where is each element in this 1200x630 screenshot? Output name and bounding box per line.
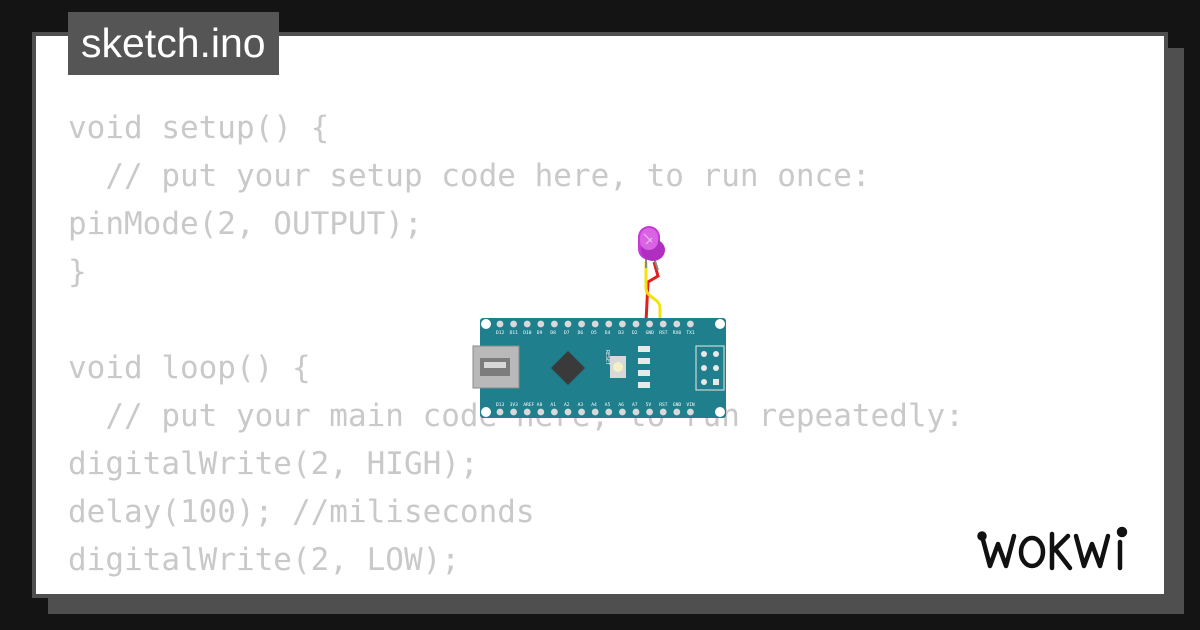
code-line: pinMode(2, OUTPUT);: [68, 206, 423, 242]
pin-label: A5: [605, 402, 611, 408]
pin-label: D8: [550, 330, 556, 336]
pin-label: D6: [578, 330, 584, 336]
pin-label: A1: [550, 402, 556, 408]
header-pin[interactable]: [659, 320, 667, 328]
pin-label: GND: [646, 330, 655, 336]
header-pin[interactable]: [673, 320, 681, 328]
header-pin[interactable]: [646, 408, 653, 416]
reset-label: RESET: [604, 350, 610, 365]
pin-label: A2: [564, 402, 570, 408]
code-line: delay(100); //miliseconds: [68, 584, 964, 594]
header-pin[interactable]: [687, 320, 694, 328]
header-pin[interactable]: [523, 320, 531, 328]
red-wire: [644, 261, 660, 323]
header-pin[interactable]: [659, 408, 667, 416]
header-pin[interactable]: [564, 408, 572, 416]
pin-label: A4: [591, 402, 597, 408]
header-pin[interactable]: [496, 320, 504, 328]
code-line: delay(100); //miliseconds: [68, 494, 535, 530]
header-pin[interactable]: [510, 320, 517, 328]
wokwi-logo-icon: [977, 526, 1128, 571]
project-preview-card: void setup() { // put your setup code he…: [32, 32, 1168, 598]
reset-button[interactable]: [610, 356, 626, 378]
header-pin[interactable]: [551, 320, 558, 328]
header-pin[interactable]: [578, 320, 585, 328]
header-pin[interactable]: [687, 408, 694, 416]
header-pin[interactable]: [523, 408, 531, 416]
filename-tab: sketch.ino: [68, 12, 279, 75]
usb-connector-icon: [472, 345, 520, 389]
pin-label: D5: [591, 330, 597, 336]
pin-label: RX0: [673, 330, 682, 336]
pin-label: D11: [510, 330, 519, 336]
header-pin[interactable]: [619, 408, 626, 416]
code-line: digitalWrite(2, LOW);: [68, 542, 460, 578]
pin-label: D9: [537, 330, 543, 336]
header-pin[interactable]: [673, 408, 681, 416]
pin-label: D13: [496, 402, 505, 408]
pin-label: D2: [632, 330, 638, 336]
header-pin[interactable]: [632, 408, 640, 416]
pin-label: D10: [523, 330, 532, 336]
pin-label: A0: [537, 402, 543, 408]
pin-label: VIN: [686, 402, 695, 408]
header-pin[interactable]: [537, 320, 545, 328]
header-pin[interactable]: [605, 320, 613, 328]
code-line: void setup() {: [68, 110, 330, 146]
pin-label: RST: [659, 330, 668, 336]
header-pin[interactable]: [605, 408, 613, 416]
header-pin[interactable]: [646, 320, 653, 328]
header-pin[interactable]: [619, 320, 626, 328]
header-pin[interactable]: [510, 408, 517, 416]
pin-label: D12: [496, 330, 505, 336]
code-line: }: [68, 254, 87, 290]
pin-label: A3: [578, 402, 584, 408]
header-pin[interactable]: [564, 320, 572, 328]
pin-label: 3V3: [510, 402, 519, 408]
pin-label: AREF: [523, 402, 534, 408]
pin-label: D4: [605, 330, 611, 336]
header-pin[interactable]: [537, 408, 545, 416]
header-pin[interactable]: [591, 408, 599, 416]
code-line: digitalWrite(2, HIGH);: [68, 446, 479, 482]
pin-label: GND: [673, 402, 682, 408]
pin-label: D3: [618, 330, 624, 336]
header-pin[interactable]: [551, 408, 558, 416]
led-icon[interactable]: [638, 226, 665, 261]
header-pin[interactable]: [632, 320, 640, 328]
header-pin[interactable]: [578, 408, 585, 416]
yellow-wire: [644, 262, 662, 322]
header-pin[interactable]: [496, 408, 504, 416]
pin-label: A7: [632, 402, 638, 408]
pin-label: A6: [618, 402, 624, 408]
code-line: // put your setup code here, to run once…: [68, 158, 871, 194]
pin-label: RST: [659, 402, 668, 408]
pin-label: TX1: [686, 330, 695, 336]
pin-label: D7: [564, 330, 570, 336]
header-pin[interactable]: [591, 320, 599, 328]
code-line: void loop() {: [68, 350, 311, 386]
pin-label: 5V: [646, 402, 652, 408]
